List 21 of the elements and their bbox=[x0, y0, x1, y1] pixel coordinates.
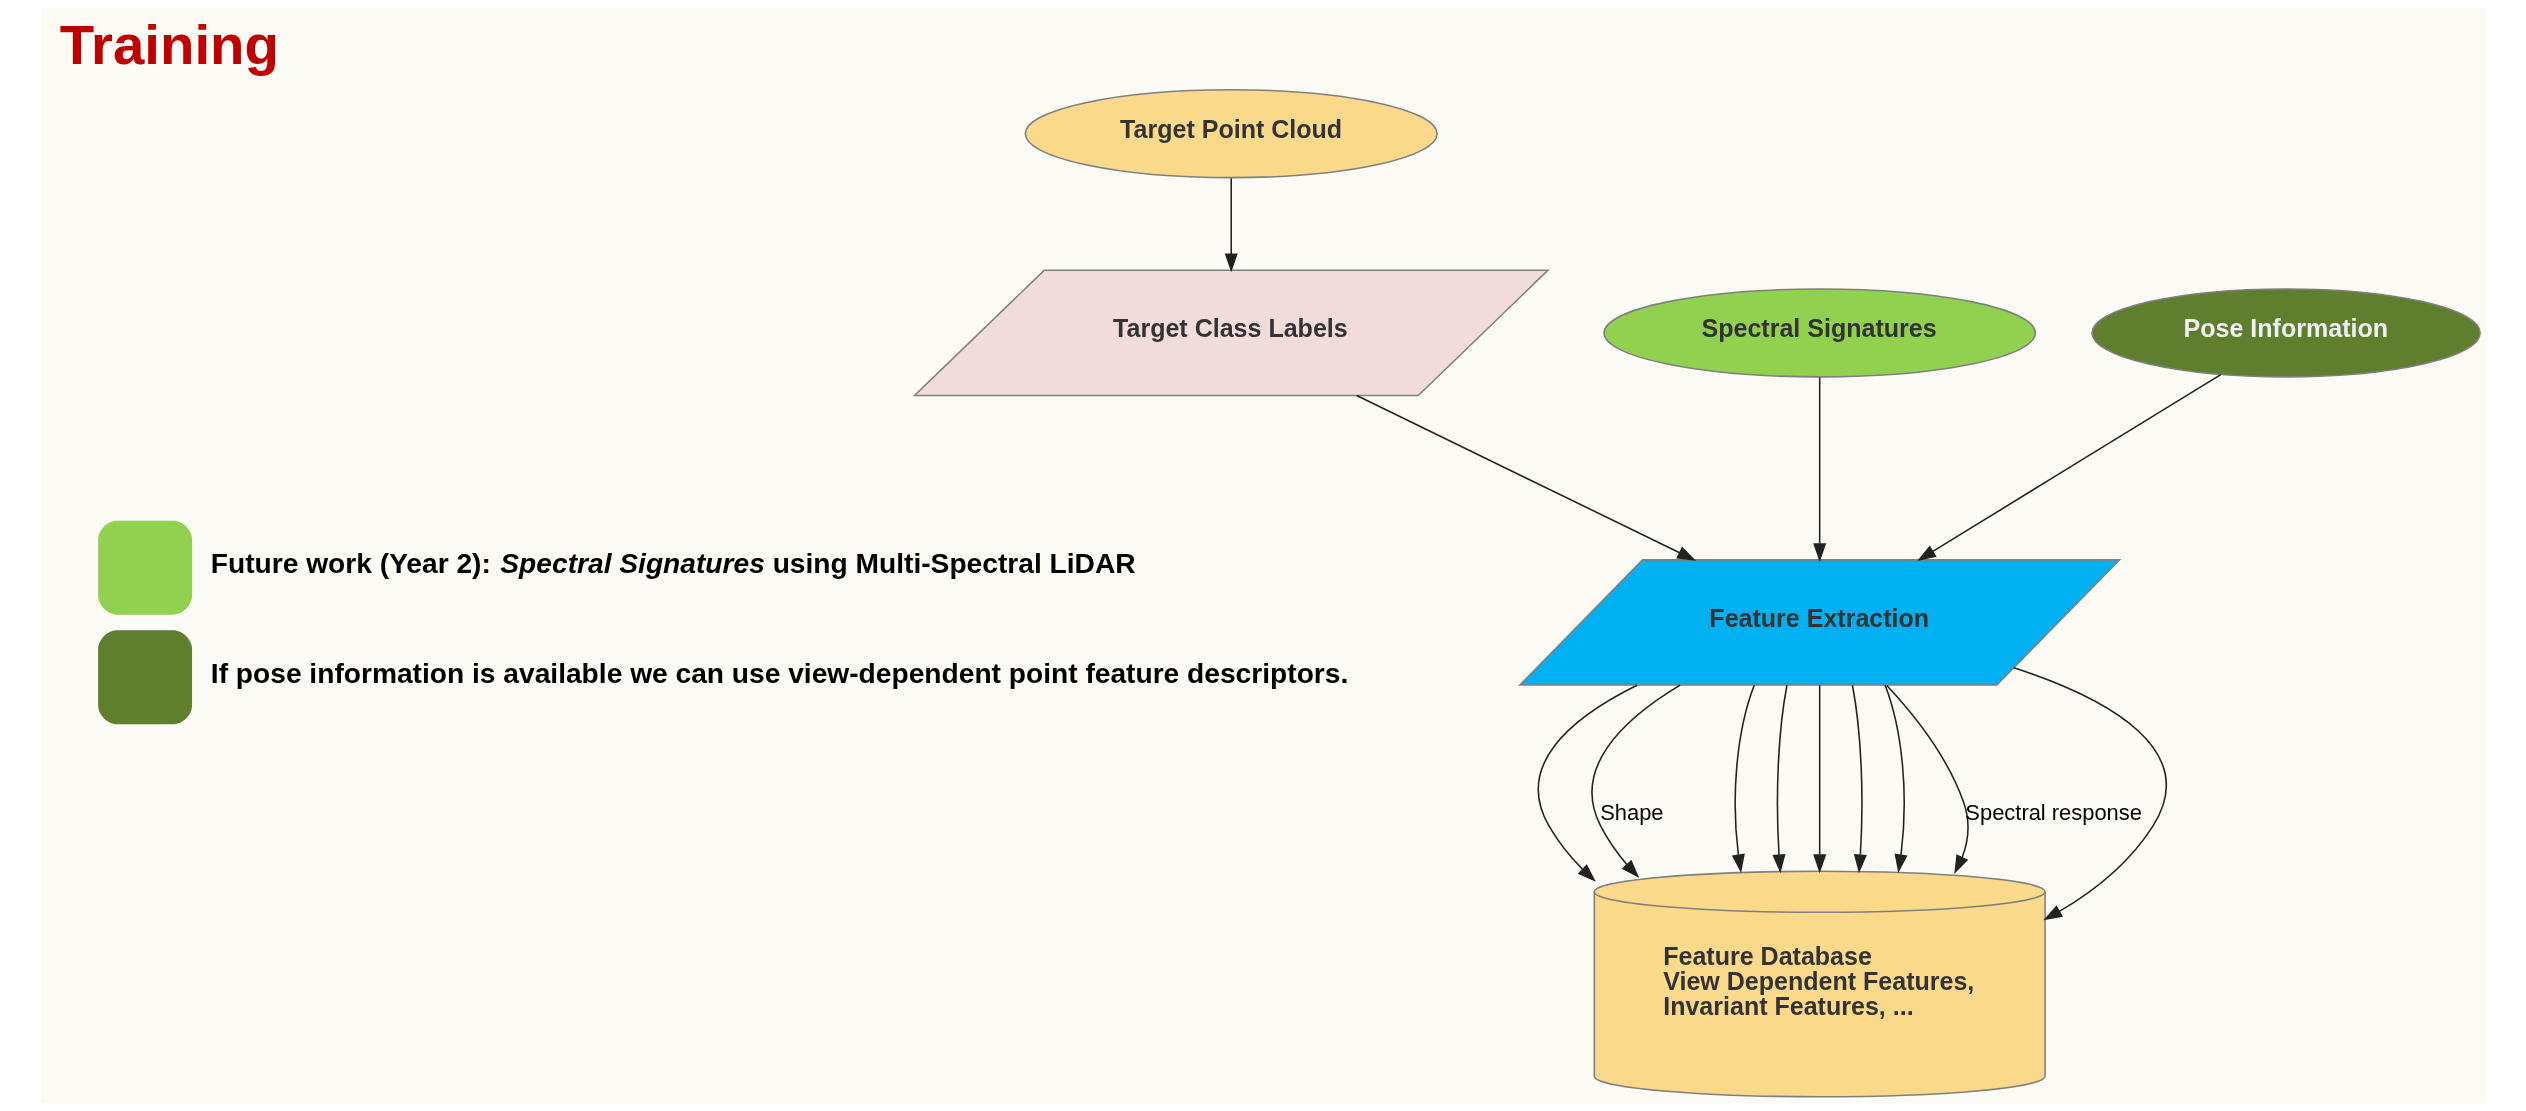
node-ellipse: Spectral Signatures bbox=[1602, 288, 2036, 378]
arrow bbox=[1883, 684, 1908, 874]
arrow bbox=[1355, 394, 1696, 561]
arrow bbox=[1590, 684, 1681, 879]
arrow bbox=[1885, 684, 1969, 874]
diagram-title: Training bbox=[59, 13, 279, 77]
arrow bbox=[2012, 666, 2167, 921]
arrow bbox=[1731, 684, 1755, 874]
arrow bbox=[1916, 373, 2222, 562]
edge-label: Spectral response bbox=[1964, 799, 2142, 825]
arrow bbox=[1537, 684, 1638, 882]
legend-label: If pose information is available we can use view-dependent point feature descriptors. bbox=[210, 656, 1348, 689]
node-ellipse: Pose Information bbox=[2090, 288, 2481, 378]
legend-label: Future work (Year 2): Spectral Signatures using Multi-Spectral LiDAR bbox=[210, 547, 1136, 580]
arrow bbox=[1812, 684, 1826, 874]
arrow bbox=[1224, 177, 1238, 273]
arrow bbox=[1851, 684, 1867, 874]
node-ellipse: Target Point Cloud bbox=[1024, 89, 1438, 179]
edge-label: Shape bbox=[1599, 799, 1664, 825]
arrow bbox=[1771, 684, 1788, 874]
arrow bbox=[1812, 376, 1826, 563]
